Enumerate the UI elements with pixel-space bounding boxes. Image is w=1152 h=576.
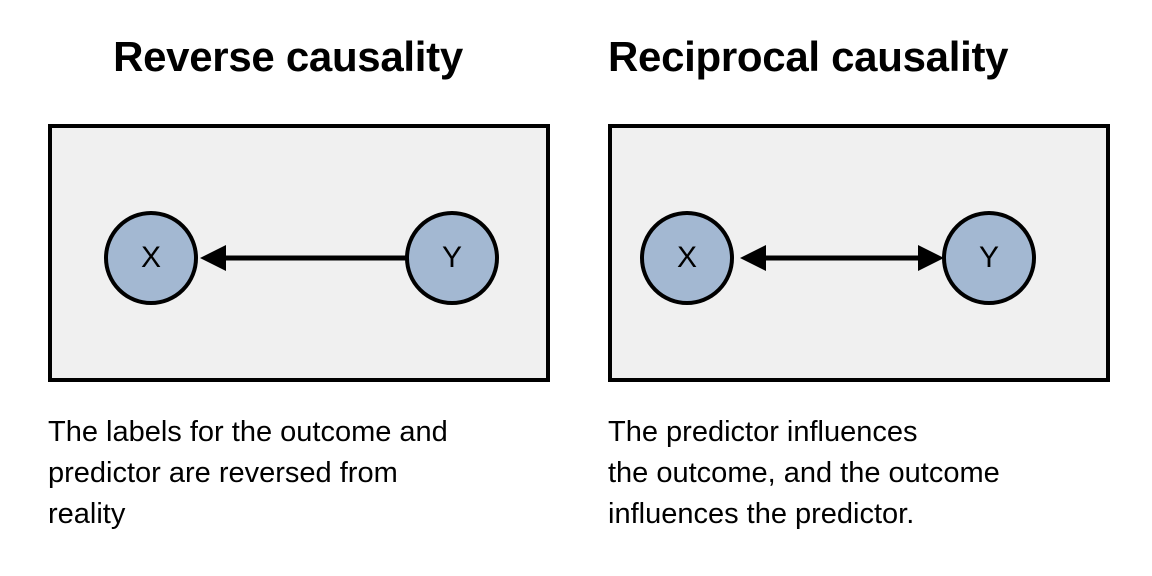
caption-reciprocal-causality: The predictor influences the outcome, an… [608,416,1000,530]
arrow-bidirectional-x-y-icon [740,245,944,271]
node-y: Y [405,211,499,305]
panel-title-reverse-causality: Reverse causality [113,33,463,80]
node-x: X [640,211,734,305]
node-x-label: X [140,241,161,274]
node-y-label: Y [441,241,462,274]
node-y: Y [942,211,1036,305]
node-x: X [104,211,198,305]
arrow-y-to-x-icon [200,245,406,271]
node-y-label: Y [978,241,999,274]
caption-reverse-causality: The labels for the outcome and predictor… [48,416,448,530]
diagram-box-reverse-causality: X Y [48,124,550,382]
diagram-box-reciprocal-causality: X Y [608,124,1110,382]
panel-reverse-causality: Reverse causality X Y The labels for the… [48,33,550,530]
panel-reciprocal-causality: Reciprocal causality X Y The predictor i… [576,0,1152,576]
node-x-label: X [676,241,697,274]
panel-title-reciprocal-causality: Reciprocal causality [608,33,1009,80]
